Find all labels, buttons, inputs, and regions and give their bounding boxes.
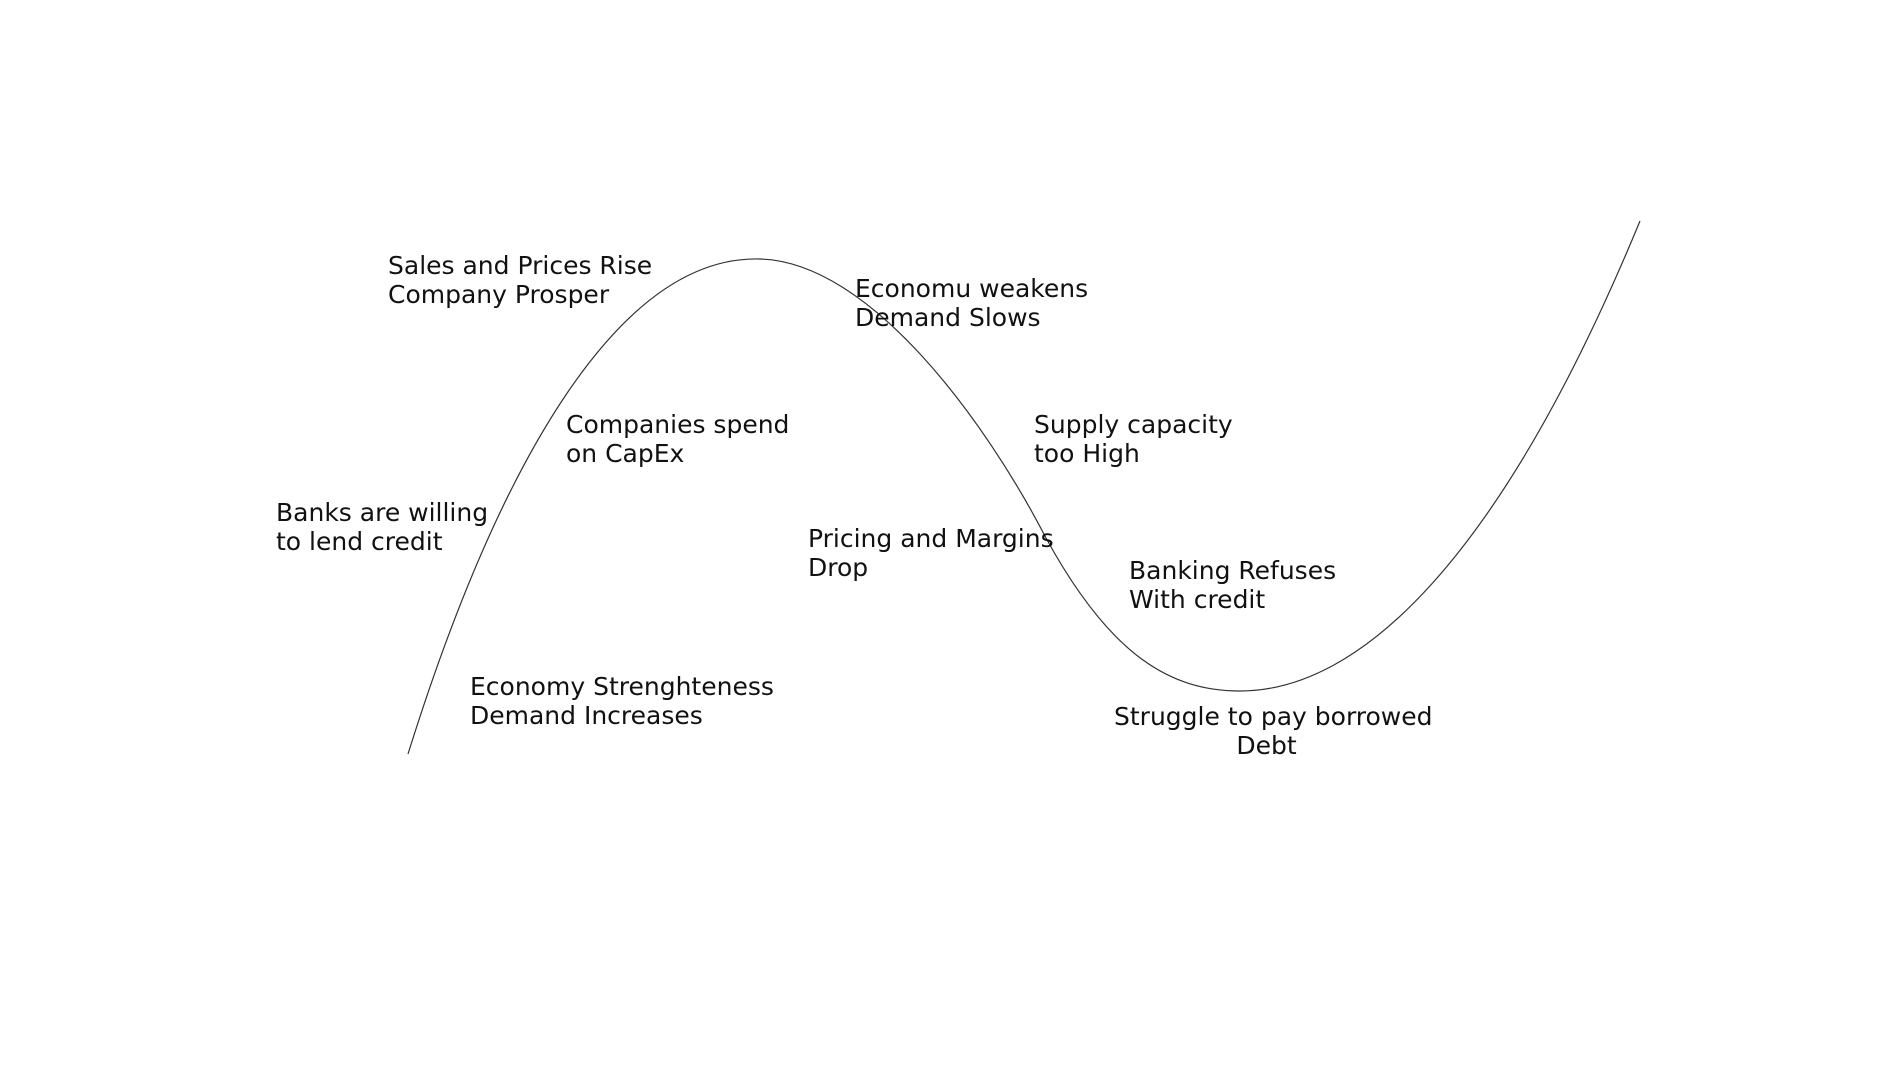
label-capex-line1: Companies spend xyxy=(566,410,790,439)
label-struggle-line1: Struggle to pay borrowed xyxy=(1114,702,1433,731)
label-banks-lend: Banks are willing to lend credit xyxy=(276,498,488,556)
label-banks-line2: to lend credit xyxy=(276,527,443,556)
label-supply-line2: too High xyxy=(1034,439,1140,468)
label-economy-strengthens: Economy Strenghteness Demand Increases xyxy=(470,672,774,730)
label-sales-line1: Sales and Prices Rise xyxy=(388,251,653,280)
label-economy-line1: Economy Strenghteness xyxy=(470,672,774,701)
business-cycle-curve xyxy=(407,220,1641,755)
label-sales-line2: Company Prosper xyxy=(388,280,610,309)
label-pricing-line1: Pricing and Margins xyxy=(808,524,1054,553)
label-economy-line2: Demand Increases xyxy=(470,701,703,730)
label-refuses-line1: Banking Refuses xyxy=(1129,556,1337,585)
label-struggle-line2: Debt xyxy=(1236,731,1297,760)
label-weakens-line1: Economu weakens xyxy=(855,274,1089,303)
label-companies-capex: Companies spend on CapEx xyxy=(566,410,789,468)
label-supply-line1: Supply capacity xyxy=(1034,410,1233,439)
label-supply-capacity: Supply capacity too High xyxy=(1034,410,1233,468)
label-pricing-line2: Drop xyxy=(808,553,869,582)
label-capex-line2: on CapEx xyxy=(566,439,685,468)
label-economy-weakens: Economu weakens Demand Slows xyxy=(855,274,1088,332)
label-pricing-margins: Pricing and Margins Drop xyxy=(808,524,1054,582)
label-struggle-debt: Struggle to pay borrowed Debt xyxy=(1114,702,1433,760)
label-refuses-line2: With credit xyxy=(1129,585,1266,614)
label-banks-line1: Banks are willing xyxy=(276,498,489,527)
label-banking-refuses: Banking Refuses With credit xyxy=(1129,556,1336,614)
label-weakens-line2: Demand Slows xyxy=(855,303,1041,332)
label-sales-prices-rise: Sales and Prices Rise Company Prosper xyxy=(388,251,652,309)
